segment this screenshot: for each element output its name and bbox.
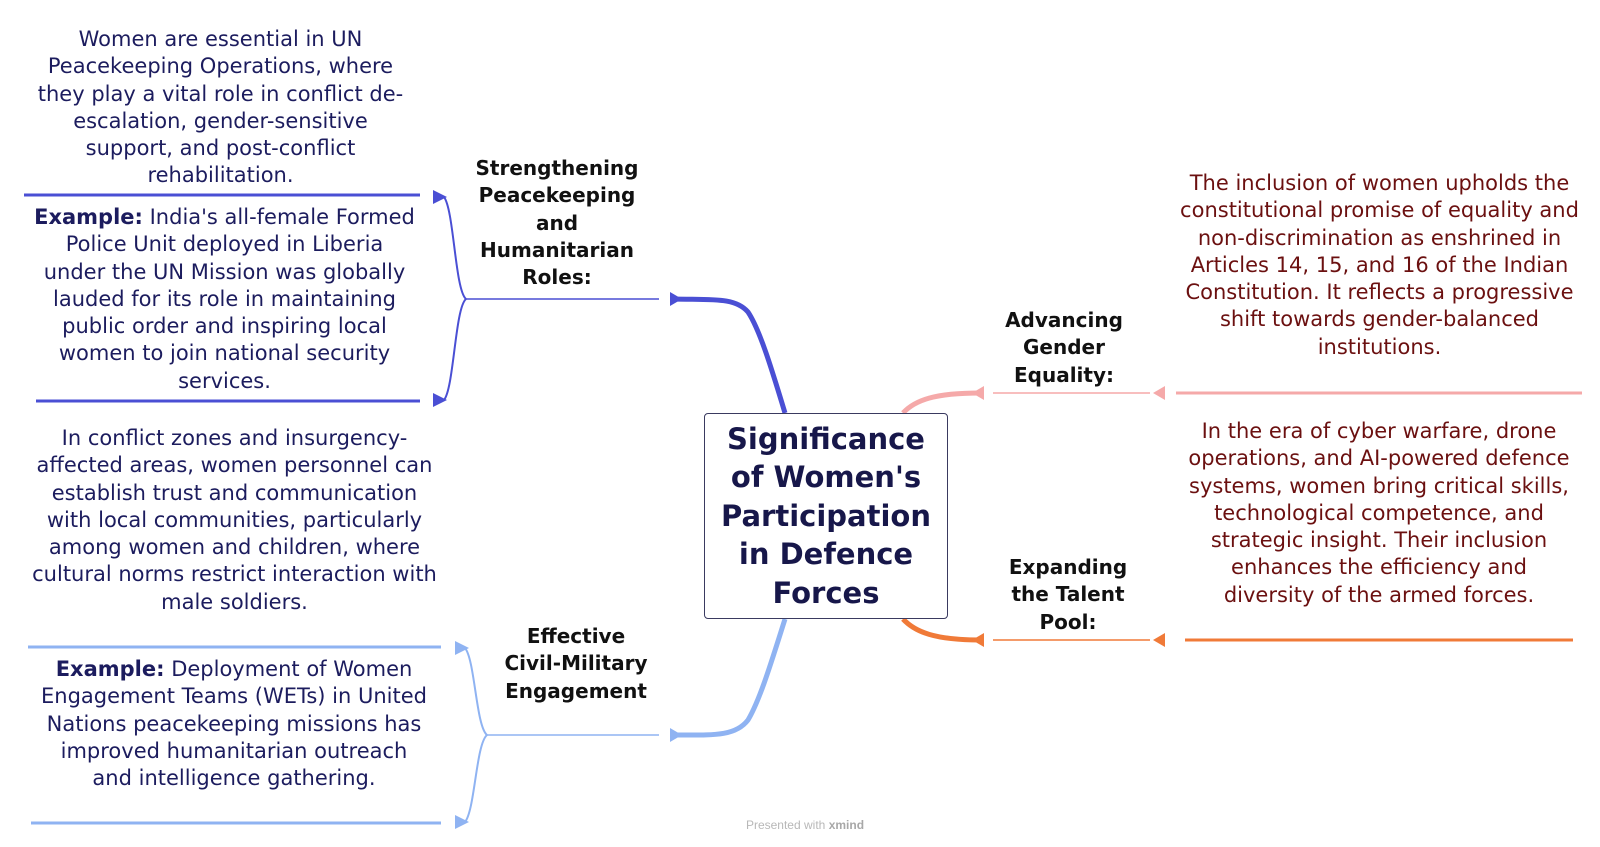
branch-label-talent-pool[interactable]: Expanding the Talent Pool: xyxy=(995,554,1141,636)
peacekeeping-detail[interactable]: Women are essential in UN Peacekeeping O… xyxy=(28,26,413,190)
civil-military-example[interactable]: Example: Deployment of Women Engagement … xyxy=(40,656,428,792)
central-topic[interactable]: Significance of Women's Participation in… xyxy=(704,413,948,619)
peacekeeping-main-connector xyxy=(672,296,788,414)
branch-label-talent-pool-text: Expanding the Talent Pool: xyxy=(1008,555,1128,634)
civil-military-example-prefix: Example: xyxy=(55,657,165,681)
peacekeeping-bracket-upper xyxy=(443,196,467,300)
gender-equality-main-connector xyxy=(901,390,981,415)
civil-military-bracket-upper xyxy=(464,647,488,736)
peacekeeping-detail-text: Women are essential in UN Peacekeeping O… xyxy=(37,27,404,188)
peacekeeping-arrow xyxy=(670,292,682,306)
gender-equality-detail-text: The inclusion of women upholds the const… xyxy=(1180,171,1579,359)
gender-equality-detail-arrow xyxy=(1153,386,1165,400)
civil-military-example-arrow xyxy=(455,815,469,829)
gender-equality-detail[interactable]: The inclusion of women upholds the const… xyxy=(1177,170,1582,361)
branch-label-gender-equality[interactable]: Advancing Gender Equality: xyxy=(995,307,1133,389)
watermark: Presented with xmind xyxy=(730,818,880,832)
civil-military-main-connector xyxy=(672,618,788,738)
civil-military-branch-lines xyxy=(28,618,788,829)
civil-military-detail-arrow xyxy=(455,641,469,655)
talent-pool-main-connector xyxy=(901,617,981,643)
branch-label-civil-military[interactable]: Effective Civil-Military Engagement xyxy=(502,623,650,705)
civil-military-arrow xyxy=(670,728,682,742)
gender-equality-arrow xyxy=(972,386,984,400)
gender-equality-branch-lines xyxy=(901,386,1582,415)
talent-pool-detail[interactable]: In the era of cyber warfare, drone opera… xyxy=(1186,418,1572,609)
central-topic-text: Significance of Women's Participation in… xyxy=(721,421,931,610)
talent-pool-detail-arrow xyxy=(1153,633,1165,647)
peacekeeping-bracket-lower xyxy=(443,298,467,401)
peacekeeping-example[interactable]: Example: India's all-female Formed Polic… xyxy=(32,204,417,395)
branch-label-peacekeeping-text: Strengthening Peacekeeping and Humanitar… xyxy=(475,156,639,290)
civil-military-detail[interactable]: In conflict zones and insurgency-affecte… xyxy=(32,425,437,616)
branch-label-civil-military-text: Effective Civil-Military Engagement xyxy=(504,624,648,703)
civil-military-detail-text: In conflict zones and insurgency-affecte… xyxy=(32,426,437,614)
talent-pool-arrow xyxy=(972,633,984,647)
civil-military-example-text: Deployment of Women Engagement Teams (WE… xyxy=(41,657,427,791)
peacekeeping-example-prefix: Example: xyxy=(34,205,143,229)
peacekeeping-branch-lines xyxy=(24,190,788,414)
peacekeeping-detail-arrow xyxy=(433,190,447,204)
peacekeeping-example-text: India's all-female Formed Police Unit de… xyxy=(43,205,415,393)
peacekeeping-example-arrow xyxy=(433,393,447,407)
civil-military-bracket-lower xyxy=(464,734,488,823)
branch-label-peacekeeping[interactable]: Strengthening Peacekeeping and Humanitar… xyxy=(468,155,646,291)
watermark-prefix: Presented with xyxy=(745,818,826,832)
talent-pool-detail-text: In the era of cyber warfare, drone opera… xyxy=(1188,419,1570,607)
branch-label-gender-equality-text: Advancing Gender Equality: xyxy=(1005,308,1123,387)
talent-pool-branch-lines xyxy=(901,617,1573,647)
watermark-brand: xmind xyxy=(828,818,865,832)
